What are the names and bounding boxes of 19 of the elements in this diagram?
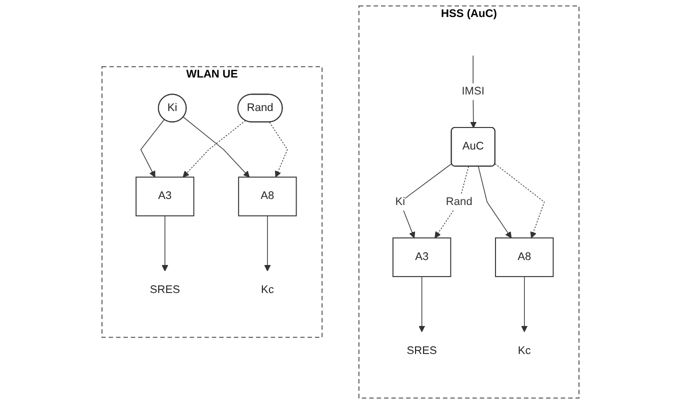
node-box: A3 (136, 176, 194, 216)
arrow (162, 215, 168, 272)
node-box: A3 (392, 237, 452, 278)
node-text: Kc (261, 284, 274, 296)
arrow (418, 276, 426, 332)
node-box: A8 (495, 237, 554, 278)
edge-label: Rand (446, 195, 472, 208)
arrow (478, 166, 512, 238)
arrow (494, 164, 545, 238)
node-text: Kc (518, 344, 531, 357)
node-box: A8 (238, 176, 297, 216)
node-text: SRES (150, 284, 180, 296)
edge-label: IMSI (462, 84, 484, 98)
arrow (264, 215, 271, 272)
arrow (140, 119, 165, 178)
edge-label: Ki (395, 195, 406, 208)
node-text: SRES (406, 344, 437, 357)
arrow (521, 276, 528, 332)
arrow (269, 122, 288, 178)
